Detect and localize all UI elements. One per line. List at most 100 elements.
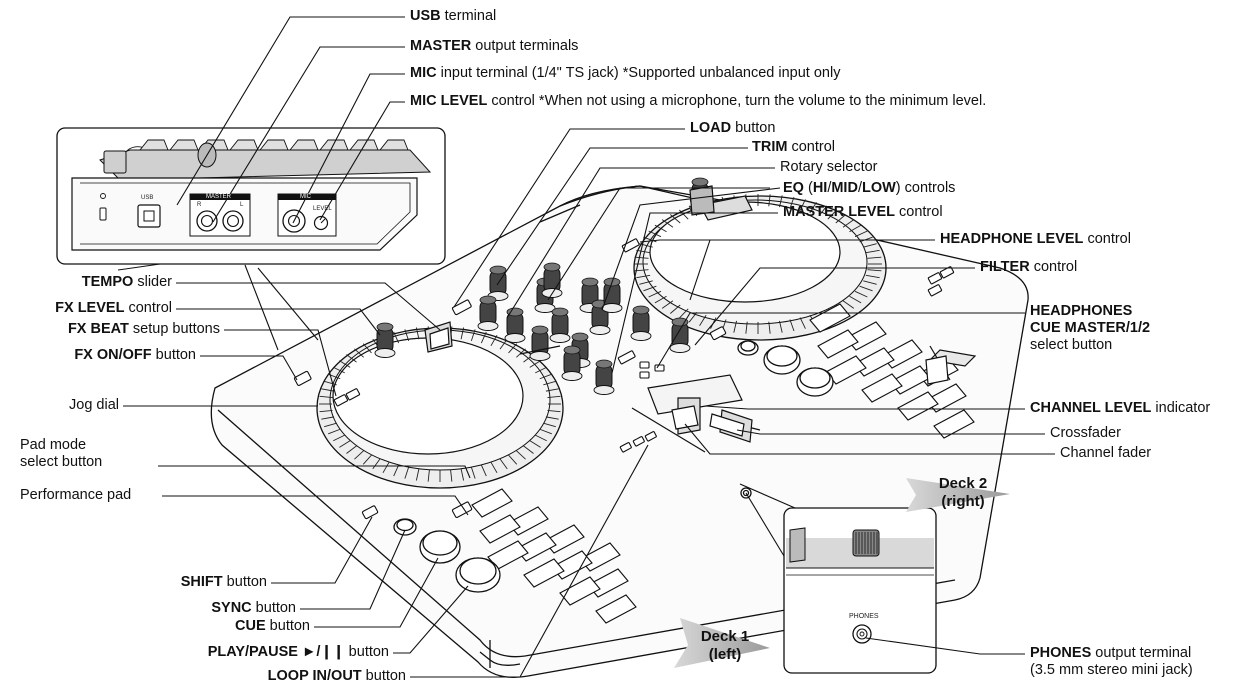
jog-tooth <box>539 373 552 380</box>
rear-panel-inset <box>56 127 446 271</box>
jog-tooth <box>639 280 653 285</box>
jog-tooth <box>508 454 518 465</box>
inset-usb-mark: USB <box>141 195 154 201</box>
inset-rib <box>259 139 289 151</box>
label-play-pause-button: PLAY/PAUSE ►/❙❙ button <box>207 644 389 660</box>
leader-lines <box>123 16 1055 678</box>
label-jog-dial: Jog dial <box>69 397 119 413</box>
jog-tooth <box>842 219 855 228</box>
deck2-label: Deck 2 (right) <box>938 475 988 510</box>
jog-tooth <box>679 308 689 319</box>
label-fx-onoff: FX ON/OFF button <box>74 347 196 363</box>
knob-cap <box>632 305 650 315</box>
jog-tooth <box>639 243 653 248</box>
performance-pad <box>897 391 939 421</box>
jog-tooth <box>415 468 420 481</box>
jog-tooth <box>661 219 674 228</box>
label-pad-mode: Pad mode select button <box>20 437 103 470</box>
jog-tooth <box>328 428 341 435</box>
jog-tooth <box>863 280 877 285</box>
jog-tooth <box>460 468 465 481</box>
knob-cap <box>595 359 613 369</box>
label-channel-fader: Channel fader <box>1060 445 1152 461</box>
jog-tooth <box>321 416 335 420</box>
label-tempo-slider: TEMPO slider <box>81 274 172 290</box>
inset-rib <box>379 139 409 151</box>
jog-tooth <box>535 434 547 442</box>
inset-l-mark: L <box>240 202 244 208</box>
mixer-faders <box>424 185 977 453</box>
jog-tooth <box>529 360 541 368</box>
label-shift-button: SHIFT button <box>180 574 267 590</box>
phones-jack-mark: PHONES <box>849 613 879 620</box>
performance-pads-left <box>471 488 637 624</box>
knob-base <box>534 303 556 313</box>
inset-rib <box>229 139 259 151</box>
knob-cap <box>691 177 709 187</box>
label-mic-input: MIC input terminal (1/4" TS jack) *Suppo… <box>410 65 841 81</box>
jog-tooth <box>346 354 357 363</box>
knob-cap <box>506 307 524 317</box>
inset-level-mark: LEVEL <box>313 206 332 212</box>
jog-tooth <box>393 464 400 477</box>
jog-tooth <box>529 440 541 448</box>
deck1-label: Deck 1 (left) <box>700 628 750 663</box>
jog-tooth <box>745 321 748 334</box>
phones-inset <box>783 507 937 674</box>
jog-tooth <box>535 366 547 374</box>
performance-pad <box>559 576 601 606</box>
inset-rib <box>289 139 319 151</box>
performance-pads-right <box>809 303 975 439</box>
knob-base <box>669 343 691 353</box>
jog-tooth <box>849 295 862 304</box>
jog-tooth <box>636 249 651 254</box>
label-master-level: MASTER LEVEL control <box>783 204 943 220</box>
jog-dial-left <box>316 326 564 489</box>
performance-pad <box>479 514 521 544</box>
jog-tooth <box>543 380 556 386</box>
jog-tooth <box>679 209 689 220</box>
knob-base <box>561 371 583 381</box>
knob-cap <box>571 332 589 342</box>
jog-tooth <box>842 300 855 309</box>
knob-base <box>504 333 526 343</box>
jog-tooth <box>319 395 333 398</box>
jog-tooth <box>634 256 649 259</box>
jog-tooth <box>789 196 795 209</box>
jog-tooth <box>346 445 357 454</box>
knob-cap <box>671 317 689 327</box>
jog-tooth <box>415 327 420 340</box>
jog-tooth <box>733 320 737 333</box>
label-channel-level: CHANNEL LEVEL indicator <box>1030 400 1211 416</box>
jog-tooth <box>854 290 868 298</box>
jog-tooth <box>634 269 649 272</box>
jog-tooth <box>324 422 337 428</box>
jog-tooth <box>779 195 783 208</box>
jog-tooth <box>545 388 559 392</box>
label-sync-button: SYNC button <box>211 600 296 616</box>
jog-tooth <box>319 410 333 413</box>
jog-tooth <box>490 334 498 347</box>
jog-tooth <box>404 329 410 341</box>
label-loop-button: LOOP IN/OUT button <box>267 668 406 684</box>
label-filter-control: FILTER control <box>980 259 1078 275</box>
jog-tooth <box>865 274 880 279</box>
jog-tooth <box>508 343 518 354</box>
jog-tooth <box>654 224 667 233</box>
jog-tooth <box>333 434 345 442</box>
knob-base <box>477 321 499 331</box>
jog-tooth <box>818 205 828 217</box>
jog-tooth <box>827 209 837 220</box>
jog-tooth <box>539 428 552 435</box>
inset-rib <box>319 139 349 151</box>
jog-tooth <box>799 199 806 211</box>
jog-tooth <box>670 214 681 224</box>
jog-tooth <box>543 422 556 428</box>
knob-base <box>593 385 615 395</box>
jog-tooth <box>362 454 372 465</box>
knob-base <box>601 303 623 313</box>
jog-tooth <box>516 348 526 358</box>
knob-cap <box>376 322 394 332</box>
jog-tooth <box>799 317 806 329</box>
